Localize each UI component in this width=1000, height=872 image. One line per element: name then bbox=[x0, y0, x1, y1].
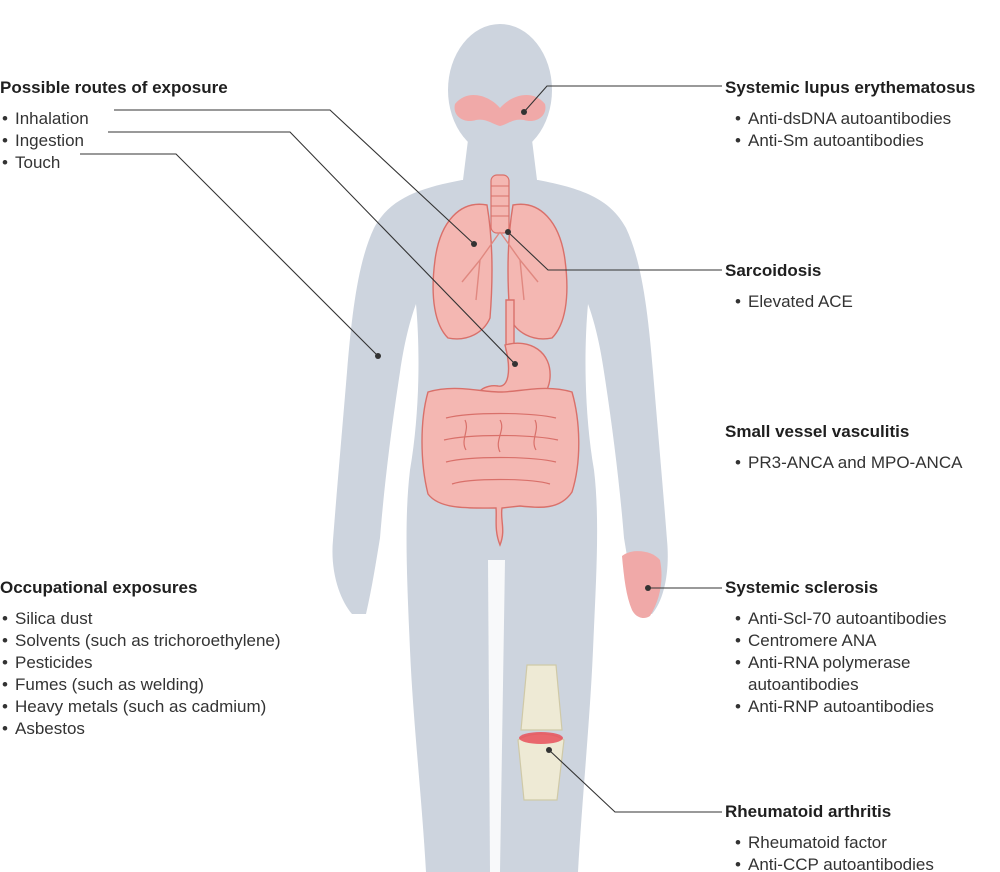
list-item: Fumes (such as welding) bbox=[0, 674, 281, 696]
vasculitis-title: Small vessel vasculitis bbox=[725, 422, 910, 441]
list-item: Anti-CCP autoantibodies bbox=[733, 854, 934, 872]
vasculitis-block: Small vessel vasculitis PR3-ANCA and MPO… bbox=[725, 422, 962, 474]
sarcoidosis-title: Sarcoidosis bbox=[725, 261, 822, 280]
list-item: PR3-ANCA and MPO-ANCA bbox=[733, 452, 962, 474]
face-rash bbox=[454, 95, 546, 126]
vasculitis-list: PR3-ANCA and MPO-ANCA bbox=[733, 452, 962, 474]
intestines bbox=[421, 387, 580, 547]
sclerosis-block: Systemic sclerosis Anti-Scl-70 autoantib… bbox=[725, 578, 948, 718]
sarcoidosis-list: Elevated ACE bbox=[733, 291, 853, 313]
list-item: Ingestion bbox=[0, 130, 228, 152]
list-item: Inhalation bbox=[0, 108, 228, 130]
sle-list: Anti-dsDNA autoantibodies Anti-Sm autoan… bbox=[733, 108, 975, 152]
routes-list: Inhalation Ingestion Touch bbox=[0, 108, 228, 174]
ra-block: Rheumatoid arthritis Rheumatoid factor A… bbox=[725, 802, 934, 872]
occupational-title: Occupational exposures bbox=[0, 578, 198, 597]
sarcoidosis-block: Sarcoidosis Elevated ACE bbox=[725, 261, 853, 313]
routes-title: Possible routes of exposure bbox=[0, 78, 228, 97]
sclerosis-title: Systemic sclerosis bbox=[725, 578, 879, 597]
list-item: Anti-Scl-70 autoantibodies bbox=[733, 608, 948, 630]
list-item: Pesticides bbox=[0, 652, 281, 674]
ra-title: Rheumatoid arthritis bbox=[725, 802, 892, 821]
list-item: Touch bbox=[0, 152, 228, 174]
list-item: Centromere ANA bbox=[733, 630, 948, 652]
list-item: Anti-RNP autoantibodies bbox=[733, 696, 948, 718]
occupational-list: Silica dust Solvents (such as trichoroet… bbox=[0, 608, 281, 740]
list-item: Silica dust bbox=[0, 608, 281, 630]
lungs bbox=[432, 203, 568, 340]
hand-highlight bbox=[622, 551, 662, 618]
leader-endpoints bbox=[375, 109, 651, 753]
sle-title: Systemic lupus erythematosus bbox=[725, 78, 976, 97]
list-item: Anti-dsDNA autoantibodies bbox=[733, 108, 975, 130]
list-item: Asbestos bbox=[0, 718, 281, 740]
list-item: Elevated ACE bbox=[733, 291, 853, 313]
list-item: Solvents (such as trichoroethylene) bbox=[0, 630, 281, 652]
list-item: Rheumatoid factor bbox=[733, 832, 934, 854]
sclerosis-list: Anti-Scl-70 autoantibodies Centromere AN… bbox=[733, 608, 948, 718]
occupational-block: Occupational exposures Silica dust Solve… bbox=[0, 578, 281, 740]
knee-joint bbox=[517, 664, 565, 801]
routes-block: Possible routes of exposure Inhalation I… bbox=[0, 78, 228, 174]
list-item: Anti-RNA polymerase autoantibodies bbox=[733, 652, 948, 696]
list-item: Heavy metals (such as cadmium) bbox=[0, 696, 281, 718]
ra-list: Rheumatoid factor Anti-CCP autoantibodie… bbox=[733, 832, 934, 872]
trachea bbox=[490, 174, 510, 234]
list-item: Anti-Sm autoantibodies bbox=[733, 130, 975, 152]
sle-block: Systemic lupus erythematosus Anti-dsDNA … bbox=[725, 78, 975, 152]
